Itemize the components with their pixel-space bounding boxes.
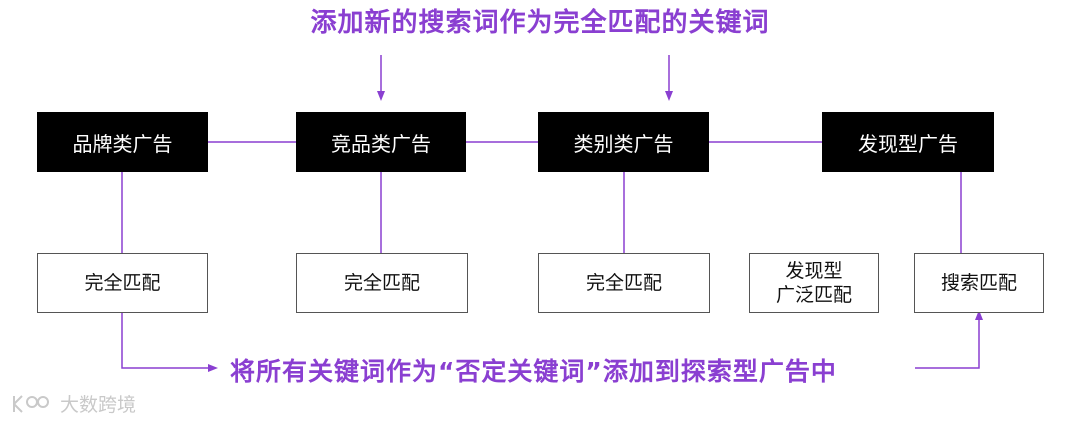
top-caption: 添加新的搜索词作为完全匹配的关键词 [310, 8, 770, 38]
block-brand-ads: 品牌类广告 [37, 112, 208, 172]
box-exact-match-2: 完全匹配 [296, 253, 468, 313]
bottom-caption: 将所有关键词作为“否定关键词”添加到探索型广告中 [230, 357, 837, 386]
box-line2: 广泛匹配 [775, 284, 852, 306]
watermark-text: 大数跨境 [60, 394, 137, 416]
block-category-ads: 类别类广告 [538, 112, 709, 172]
box-exact-match-1: 完全匹配 [37, 253, 208, 313]
box-discovery-broad-match: 发现型 广泛匹配 [749, 253, 879, 313]
box-search-match: 搜索匹配 [914, 253, 1044, 313]
kc-logo-icon [13, 394, 49, 413]
block-competitor-ads: 竞品类广告 [296, 112, 466, 172]
box-line1: 搜索匹配 [940, 272, 1017, 294]
watermark: 大数跨境 [10, 390, 136, 417]
box-exact-match-3: 完全匹配 [538, 253, 710, 313]
box-line1: 完全匹配 [343, 272, 420, 294]
box-line1: 发现型 [785, 260, 843, 282]
box-line1: 完全匹配 [585, 272, 662, 294]
box-line1: 完全匹配 [84, 272, 161, 294]
block-discovery-ads: 发现型广告 [822, 112, 994, 172]
